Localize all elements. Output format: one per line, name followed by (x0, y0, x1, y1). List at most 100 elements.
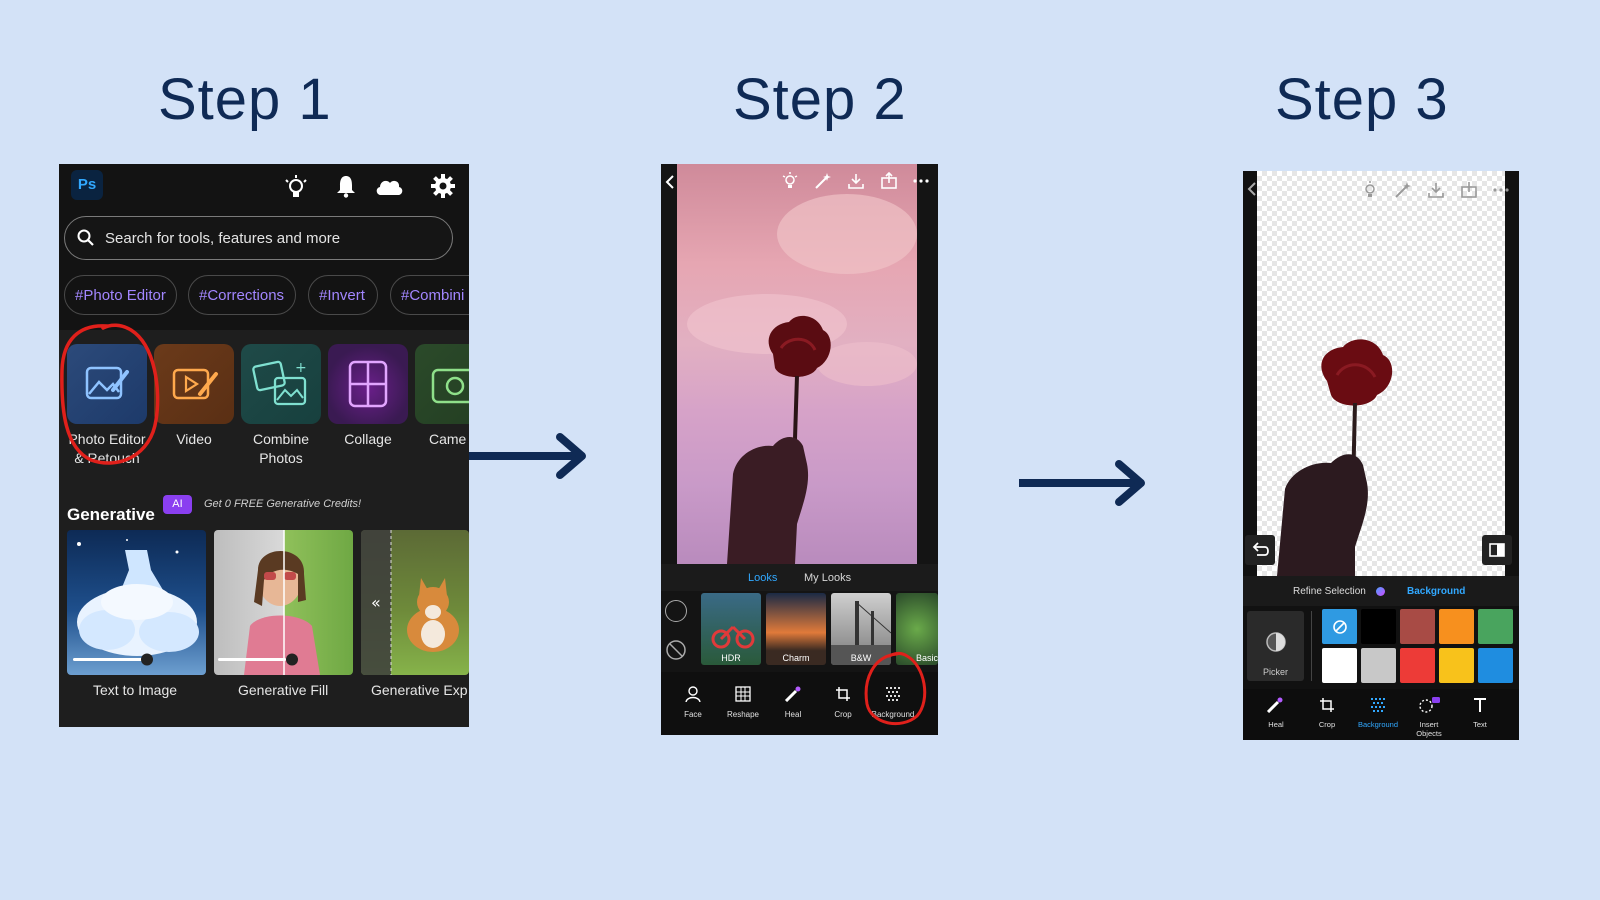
step-1-title: Step 1 (158, 67, 332, 132)
background-icon (886, 687, 900, 701)
tool-camera[interactable]: Came (415, 344, 469, 449)
back-icon[interactable] (663, 174, 677, 190)
chip-combini[interactable]: #Combini (390, 275, 469, 315)
step-3-title: Step 3 (1275, 67, 1449, 132)
collage-icon (328, 344, 408, 424)
magic-wand-icon[interactable] (1394, 181, 1412, 199)
insert-objects-label-1: Insert (1419, 720, 1439, 729)
color-swatch[interactable] (1322, 648, 1357, 683)
magic-wand-icon[interactable] (814, 172, 832, 190)
corgi-image: « (361, 530, 459, 675)
tool-heal[interactable]: Heal (1251, 697, 1301, 729)
color-swatch[interactable] (1478, 648, 1513, 683)
look-label-bw: B&W (850, 653, 872, 663)
tool-collage[interactable]: Collage (328, 344, 408, 449)
tab-looks[interactable]: Looks (748, 572, 778, 584)
camera-icon (415, 344, 469, 424)
bulb-icon[interactable] (781, 172, 799, 190)
share-icon[interactable] (1460, 181, 1478, 199)
more-icon[interactable] (913, 178, 929, 184)
tool-background[interactable]: Background (1353, 697, 1403, 729)
chip-invert[interactable]: #Invert (308, 275, 378, 315)
crop-icon (836, 687, 850, 701)
download-icon[interactable] (847, 172, 865, 190)
tab-refine-selection[interactable]: Refine Selection (1293, 586, 1366, 597)
tool-reshape[interactable]: Reshape (718, 686, 768, 719)
card-text-to-image[interactable] (67, 530, 206, 675)
tools-panel: Photo Editor & Retouch Video + (59, 323, 469, 727)
tool-heal[interactable]: Heal (768, 686, 818, 719)
svg-text:«: « (371, 593, 381, 612)
cloud-icon[interactable] (374, 176, 404, 196)
crop-icon (1320, 698, 1334, 712)
share-icon[interactable] (880, 172, 898, 190)
download-icon[interactable] (1427, 181, 1445, 199)
crop-label: Crop (834, 710, 852, 719)
hashtag-chips: #Photo Editor #Corrections #Invert #Comb… (64, 275, 469, 317)
card-generative-expand[interactable]: « (361, 530, 469, 675)
tool-insert-objects[interactable]: Insert Objects (1404, 697, 1454, 738)
tool-video[interactable]: Video (154, 344, 234, 449)
insert-objects-icon (1419, 697, 1440, 713)
credits-text[interactable]: Get 0 FREE Generative Credits! (204, 498, 362, 510)
transparent-canvas (1257, 171, 1505, 576)
svg-text:+: + (295, 360, 307, 376)
photo-editor-icon (67, 344, 147, 424)
video-icon (154, 344, 234, 424)
face-label: Face (684, 710, 702, 719)
color-picker-button[interactable]: Picker (1247, 611, 1304, 681)
tab-my-looks[interactable]: My Looks (804, 572, 852, 584)
back-icon[interactable] (1245, 181, 1259, 197)
step-2-title: Step 2 (733, 67, 907, 132)
color-swatch[interactable] (1400, 648, 1435, 683)
look-label-charm: Charm (782, 653, 810, 663)
color-swatch[interactable] (1439, 648, 1474, 683)
tool-combine-photos[interactable]: + Combine Photos (241, 344, 321, 468)
look-charm[interactable]: Charm (766, 593, 826, 665)
bottom-toolbar: Face Reshape Heal Crop Background (661, 651, 938, 735)
heal-icon (1266, 697, 1283, 714)
color-swatch[interactable] (1361, 609, 1396, 644)
compare-icon (1489, 543, 1505, 557)
tool-crop[interactable]: Crop (818, 686, 868, 719)
color-swatch[interactable] (1478, 609, 1513, 644)
face-icon (685, 686, 701, 703)
tool-text[interactable]: Text (1455, 697, 1505, 729)
no-color-icon (1333, 620, 1347, 634)
card-generative-fill[interactable] (214, 530, 353, 675)
step2-screenshot-editor: Looks My Looks HDR Charm B&W Basic Face … (661, 164, 938, 735)
lightbulb-icon[interactable] (283, 174, 309, 200)
none-icon[interactable] (665, 639, 687, 661)
look-label-basic: Basic (915, 653, 938, 663)
gear-icon[interactable] (430, 173, 456, 199)
bulb-icon[interactable] (1361, 181, 1379, 199)
looks-tabs: Looks My Looks (661, 564, 938, 591)
color-swatch[interactable] (1400, 609, 1435, 644)
tool-crop[interactable]: Crop (1302, 697, 1352, 729)
picker-icon (1266, 632, 1286, 652)
look-bw[interactable]: B&W (831, 593, 891, 665)
color-swatch[interactable] (1361, 648, 1396, 683)
tab-background[interactable]: Background (1407, 586, 1466, 597)
chip-corrections[interactable]: #Corrections (188, 275, 296, 315)
woman-portrait-image (218, 530, 320, 675)
tool-background[interactable]: Background (868, 686, 918, 719)
adjust-icon[interactable] (665, 600, 687, 622)
generative-heading: Generative (67, 505, 155, 524)
heal-label: Heal (784, 710, 802, 719)
label-generative-fill: Generative Fill (238, 682, 329, 698)
background-label: Background (871, 710, 915, 719)
tool-face[interactable]: Face (668, 686, 718, 719)
heal-label: Heal (1268, 720, 1284, 729)
video-label: Video (176, 431, 212, 447)
more-icon[interactable] (1493, 187, 1509, 193)
undo-button[interactable] (1245, 535, 1275, 565)
label-generative-expand: Generative Exp (371, 682, 468, 698)
search-input[interactable]: Search for tools, features and more (64, 216, 453, 260)
bell-icon[interactable] (335, 174, 357, 198)
annotation-circle-background (864, 651, 927, 726)
look-hdr[interactable]: HDR (701, 593, 761, 665)
color-swatch[interactable] (1439, 609, 1474, 644)
compare-button[interactable] (1482, 535, 1512, 565)
chip-photo-editor[interactable]: #Photo Editor (64, 275, 177, 315)
